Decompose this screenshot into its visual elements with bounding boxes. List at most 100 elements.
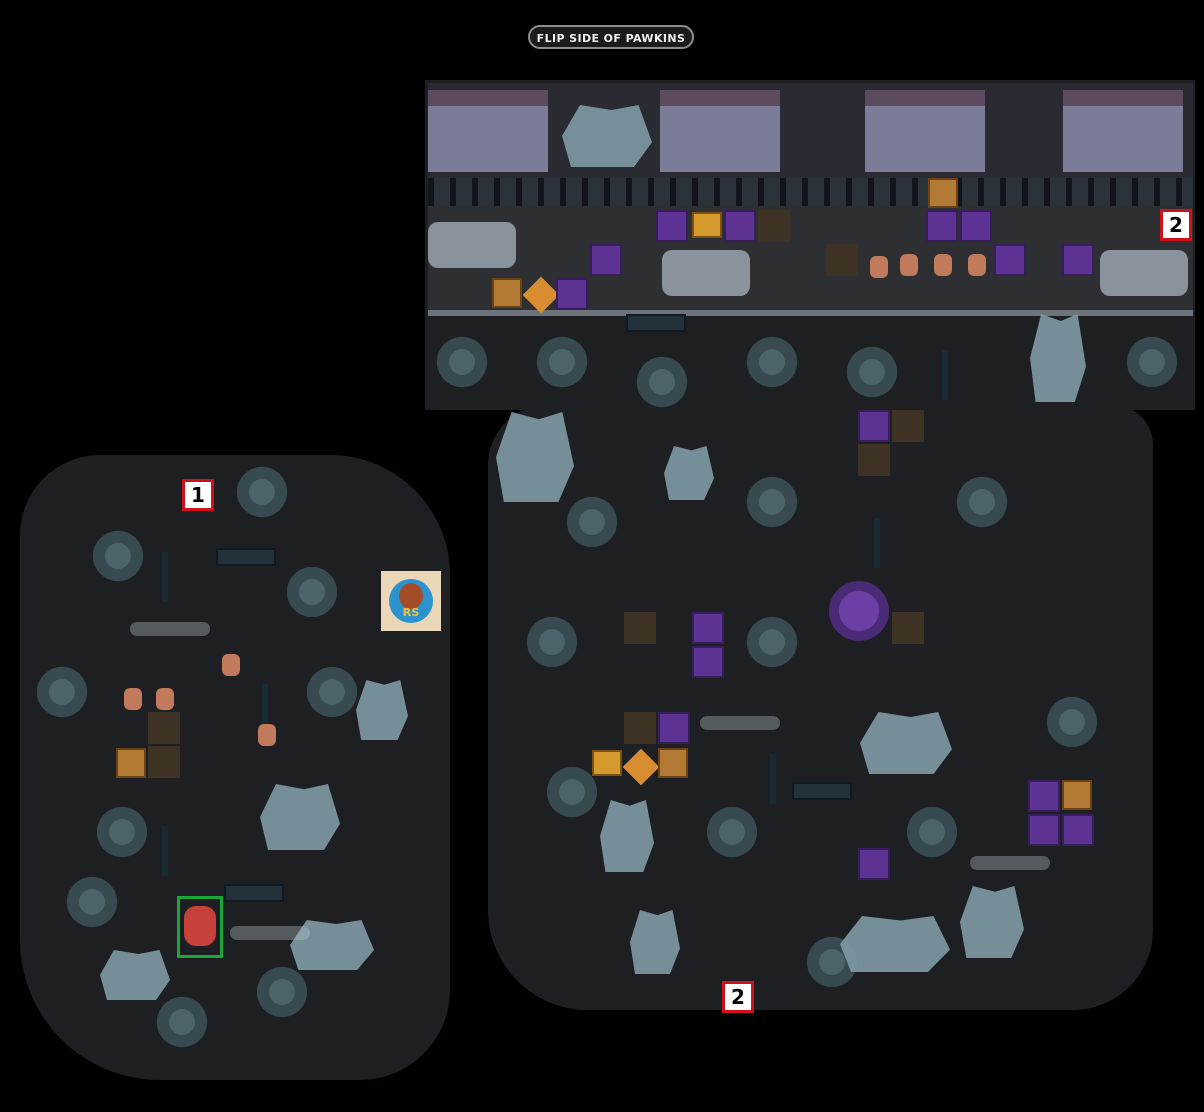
twisted-tree <box>1040 690 1104 754</box>
wooden-crate-icon[interactable] <box>658 748 688 778</box>
twisted-tree <box>740 610 804 674</box>
dirt-block[interactable] <box>624 712 656 744</box>
fog-patch <box>130 622 210 636</box>
fog-patch <box>230 926 310 940</box>
npc-character[interactable] <box>124 688 142 710</box>
rock <box>630 910 680 974</box>
treasure-chest-icon[interactable] <box>592 750 622 776</box>
dirt-block[interactable] <box>858 444 890 476</box>
bat-block-icon[interactable] <box>858 410 890 442</box>
twisted-tree <box>1120 330 1184 394</box>
treasure-chest-icon[interactable] <box>692 212 722 238</box>
rock <box>100 950 170 1000</box>
bat-block-icon[interactable] <box>1028 814 1060 846</box>
bat-block-icon[interactable] <box>1028 780 1060 812</box>
bat-block-icon[interactable] <box>994 244 1026 276</box>
street-lamp <box>942 350 948 400</box>
street-lamp <box>770 754 776 804</box>
twisted-tree <box>280 560 344 624</box>
rock <box>1030 314 1086 402</box>
dirt-block[interactable] <box>826 244 858 276</box>
twisted-tree <box>520 610 584 674</box>
bat-block-icon[interactable] <box>692 646 724 678</box>
npc-character[interactable] <box>222 654 240 676</box>
twisted-tree <box>250 960 314 1024</box>
twisted-tree <box>630 350 694 414</box>
street-lamp <box>162 552 168 602</box>
monster-face-icon <box>399 583 423 609</box>
wrecked-car <box>428 222 516 268</box>
marker-1-left[interactable]: 1 <box>182 479 214 511</box>
marker-2-bottom[interactable]: 2 <box>722 981 754 1013</box>
npc-character[interactable] <box>900 254 918 276</box>
badge-text: RS <box>402 606 420 619</box>
rock <box>960 886 1024 958</box>
rock <box>260 784 340 850</box>
wooden-crate-icon[interactable] <box>928 178 958 208</box>
twisted-tree <box>230 460 294 524</box>
rock <box>600 800 654 872</box>
wooden-crate-icon[interactable] <box>492 278 522 308</box>
park-bench <box>224 884 284 902</box>
park-bench <box>216 548 276 566</box>
bat-block-icon[interactable] <box>926 210 958 242</box>
fog-patch <box>970 856 1050 870</box>
player-highlight <box>177 896 223 958</box>
npc-character[interactable] <box>156 688 174 710</box>
curb <box>428 310 1193 316</box>
bat-block-icon[interactable] <box>1062 814 1094 846</box>
bat-block-icon[interactable] <box>590 244 622 276</box>
dirt-block[interactable] <box>148 746 180 778</box>
wooden-crate-icon[interactable] <box>116 748 146 778</box>
street-lamp <box>262 684 268 734</box>
wooden-crate-icon[interactable] <box>1062 780 1092 810</box>
street-lamp <box>874 518 880 568</box>
rock <box>356 680 408 740</box>
wrecked-car <box>662 250 750 296</box>
bat-block-icon[interactable] <box>1062 244 1094 276</box>
bat-block-icon[interactable] <box>656 210 688 242</box>
house[interactable] <box>428 90 548 172</box>
twisted-tree <box>740 470 804 534</box>
bat-block-icon[interactable] <box>960 210 992 242</box>
twisted-tree <box>30 660 94 724</box>
dirt-block[interactable] <box>892 612 924 644</box>
house[interactable] <box>865 90 985 172</box>
bat-block-icon[interactable] <box>692 612 724 644</box>
rock <box>496 412 574 502</box>
npc-character[interactable] <box>870 256 888 278</box>
npc-character[interactable] <box>258 724 276 746</box>
dirt-block[interactable] <box>892 410 924 442</box>
rock <box>290 920 374 970</box>
rock <box>664 446 714 500</box>
park-bench <box>792 782 852 800</box>
house[interactable] <box>660 90 780 172</box>
twisted-tree <box>560 490 624 554</box>
bat-block-icon[interactable] <box>724 210 756 242</box>
twisted-tree <box>950 470 1014 534</box>
twisted-tree <box>90 800 154 864</box>
player-avatar-icon[interactable] <box>184 906 216 946</box>
marker-2-street[interactable]: 2 <box>1160 209 1192 241</box>
twisted-tree <box>430 330 494 394</box>
npc-character[interactable] <box>968 254 986 276</box>
wrecked-car <box>1100 250 1188 296</box>
twisted-tree <box>60 870 124 934</box>
dirt-block[interactable] <box>148 712 180 744</box>
npc-character[interactable] <box>934 254 952 276</box>
dirt-block[interactable] <box>758 210 790 242</box>
twisted-tree <box>740 330 804 394</box>
bat-block-icon[interactable] <box>556 278 588 310</box>
map-title: FLIP SIDE OF PAWKINS <box>528 25 694 49</box>
fence <box>428 178 1193 206</box>
park-bench <box>626 314 686 332</box>
twisted-tree <box>530 330 594 394</box>
fog-patch <box>700 716 780 730</box>
twisted-tree <box>840 340 904 404</box>
purple-goo <box>824 576 894 646</box>
twisted-tree <box>700 800 764 864</box>
bat-block-icon[interactable] <box>658 712 690 744</box>
bat-block-icon[interactable] <box>858 848 890 880</box>
dirt-block[interactable] <box>624 612 656 644</box>
house[interactable] <box>1063 90 1183 172</box>
